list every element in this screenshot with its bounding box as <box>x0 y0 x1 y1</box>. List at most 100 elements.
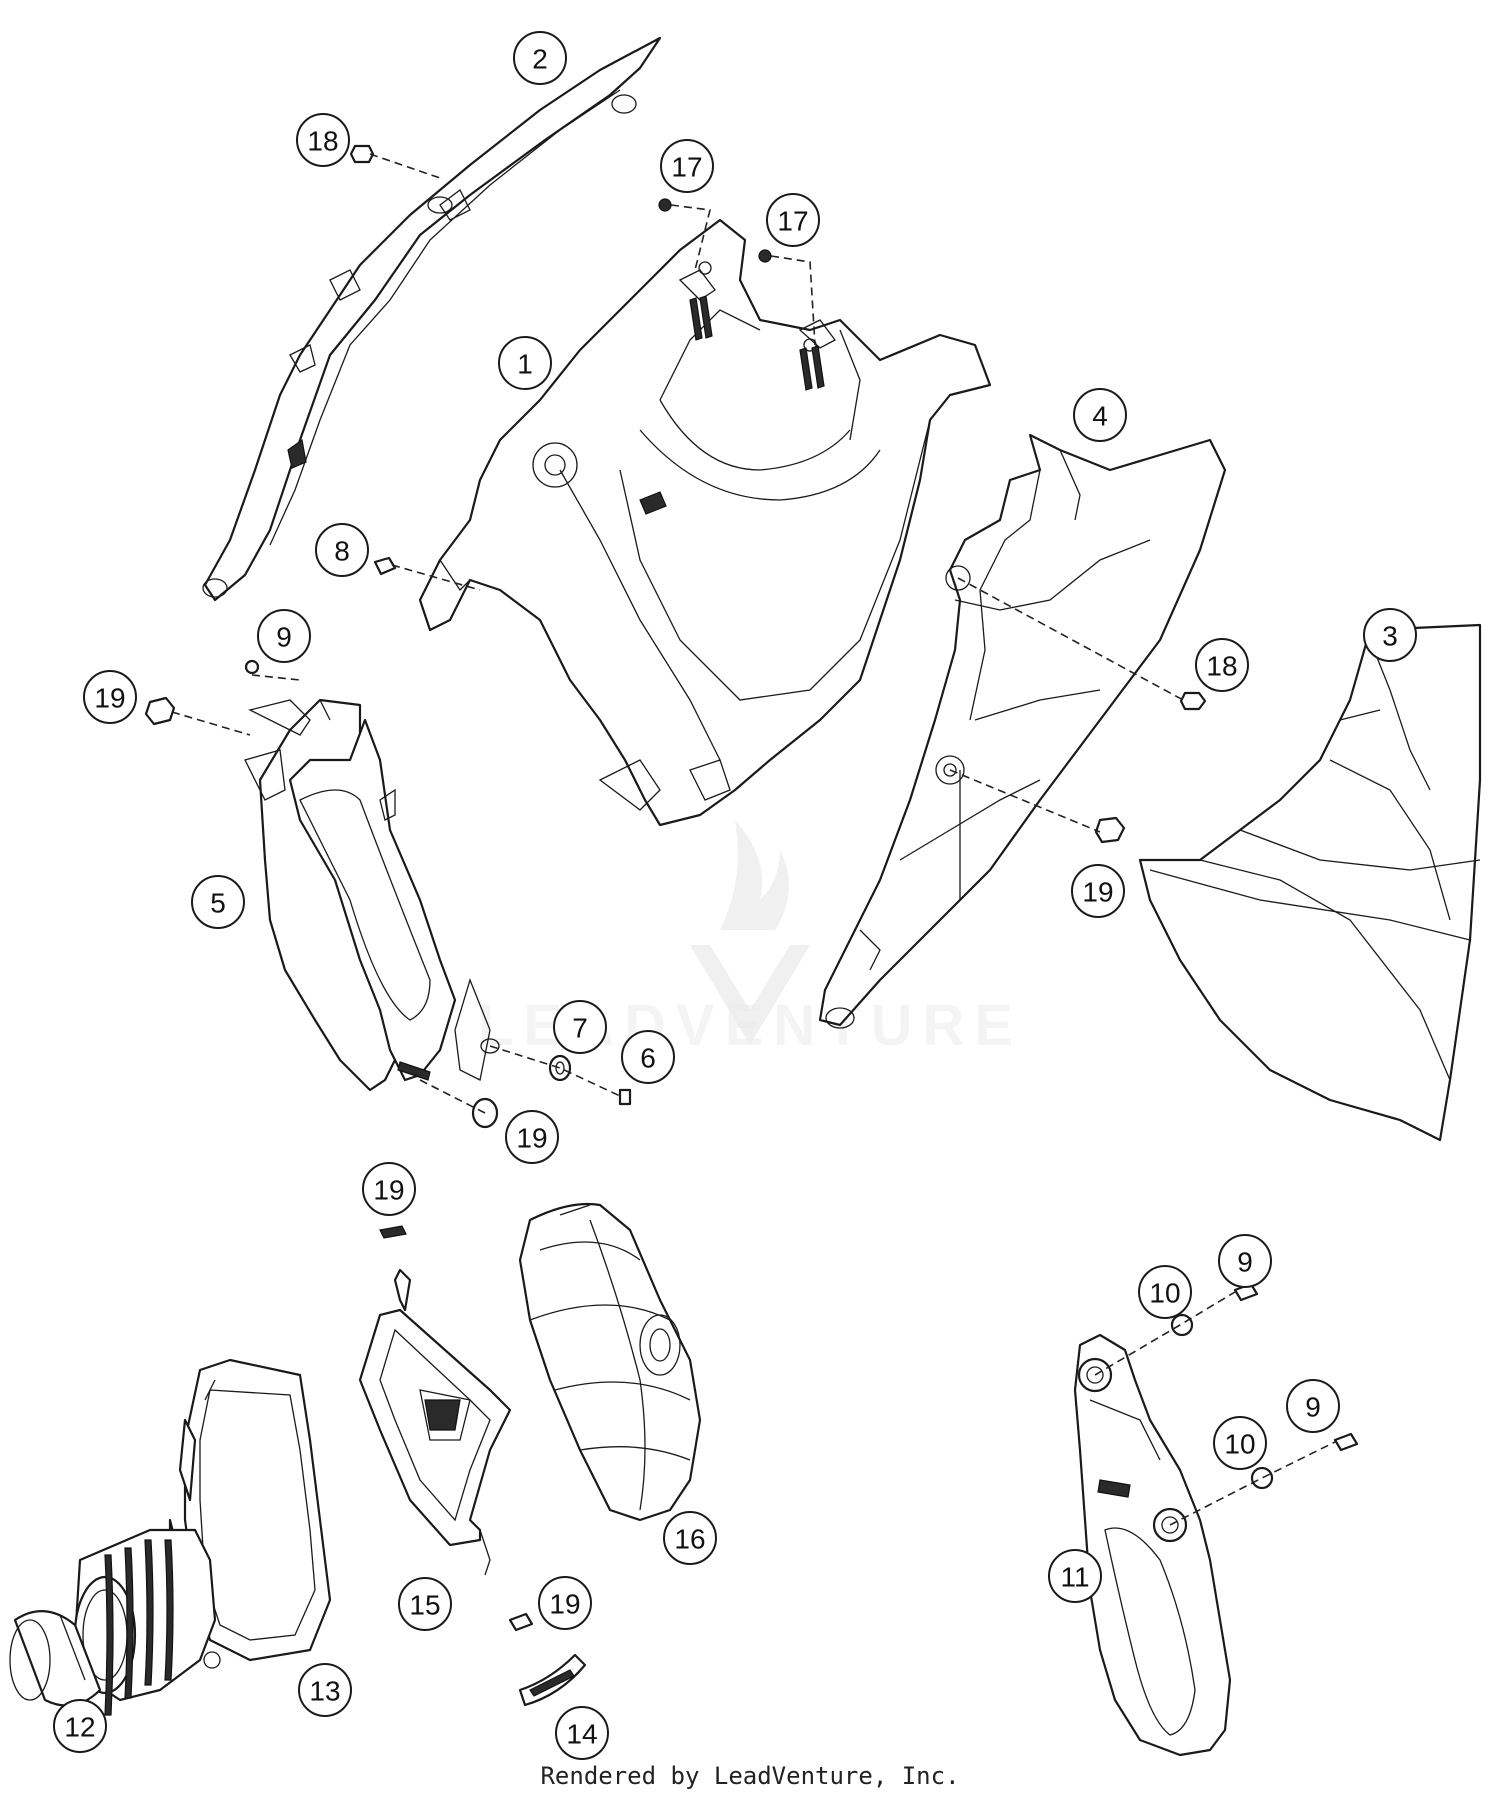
callouts: 1234567899910101112131415161717181819191… <box>53 31 1417 1760</box>
callout-number: 15 <box>409 1590 440 1621</box>
part-1-center-shroud <box>418 218 992 827</box>
callout-number: 9 <box>1305 1392 1321 1423</box>
callout-number: 12 <box>64 1712 95 1743</box>
callout-number: 10 <box>1224 1429 1255 1460</box>
callout-c19e: 19 <box>538 1576 592 1630</box>
callout-c11: 11 <box>1048 1549 1102 1603</box>
part-13-intake-boot <box>73 1528 221 1716</box>
part-14-latch <box>518 1653 587 1707</box>
washer-10-upper <box>1170 1313 1194 1337</box>
part-4-right-side-panel <box>818 433 1227 1029</box>
callout-circle <box>538 1576 592 1630</box>
callout-number: 3 <box>1382 621 1398 652</box>
callout-number: 9 <box>1237 1247 1253 1278</box>
callout-circle <box>621 1030 675 1084</box>
callout-circle <box>1073 388 1127 442</box>
bolt-6 <box>618 1088 632 1106</box>
callout-number: 13 <box>309 1676 340 1707</box>
part-5-airbox-bracket <box>244 698 500 1092</box>
callout-circle <box>315 523 369 577</box>
callout-c10a: 10 <box>1138 1265 1192 1319</box>
callout-number: 17 <box>671 152 702 183</box>
callout-circle <box>298 1663 352 1717</box>
callout-number: 18 <box>307 126 338 157</box>
callout-number: 6 <box>640 1043 656 1074</box>
callout-circle <box>498 336 552 390</box>
nut-19-upper-left <box>144 696 176 726</box>
callout-c7: 7 <box>553 1000 607 1054</box>
callout-number: 19 <box>516 1123 547 1154</box>
callout-number: 5 <box>210 888 226 919</box>
callout-circle <box>1363 608 1417 662</box>
callout-number: 18 <box>1206 651 1237 682</box>
callout-circle <box>191 875 245 929</box>
callout-c19c: 19 <box>505 1110 559 1164</box>
callout-c19b: 19 <box>1071 864 1125 918</box>
callout-c3: 3 <box>1363 608 1417 662</box>
callout-c16: 16 <box>663 1511 717 1565</box>
leader-lines <box>171 153 1336 1526</box>
bolt-18-right <box>1179 691 1207 711</box>
callout-c8: 8 <box>315 523 369 577</box>
callout-circle <box>1138 1265 1192 1319</box>
callout-circle <box>513 31 567 85</box>
nut-19-right <box>1094 816 1126 844</box>
bolt-18-upper <box>349 144 375 164</box>
callout-circle <box>1195 638 1249 692</box>
callout-c2: 2 <box>513 31 567 85</box>
callout-c15: 15 <box>398 1577 452 1631</box>
bolt-17-right <box>758 249 772 263</box>
callout-circle <box>83 670 137 724</box>
leadventure-flame-v-logo <box>690 820 810 1045</box>
callout-circle <box>1071 864 1125 918</box>
callout-circle <box>555 1706 609 1760</box>
callout-c10b: 10 <box>1213 1416 1267 1470</box>
callout-c19a: 19 <box>83 670 137 724</box>
callout-number: 19 <box>373 1175 404 1206</box>
callout-c9b: 9 <box>1218 1234 1272 1288</box>
callout-c4: 4 <box>1073 388 1127 442</box>
callout-number: 11 <box>1060 1562 1089 1593</box>
part-12-hose-clamp <box>9 1610 102 1707</box>
part-2-left-trim <box>202 36 662 602</box>
callout-circle <box>1286 1379 1340 1433</box>
callout-number: 9 <box>276 622 292 653</box>
clip-19-center <box>379 1225 407 1239</box>
callout-circle <box>257 609 311 663</box>
callout-circle <box>660 139 714 193</box>
washer-7 <box>548 1054 572 1082</box>
callout-number: 14 <box>566 1719 597 1750</box>
callout-number: 8 <box>334 536 350 567</box>
callout-circle <box>398 1577 452 1631</box>
bolt-9-upper <box>244 659 260 675</box>
bolt-17-left <box>658 198 672 212</box>
callout-c9a: 9 <box>257 609 311 663</box>
callout-circle <box>362 1162 416 1216</box>
callout-circle <box>1218 1234 1272 1288</box>
callout-circle <box>1048 1549 1102 1603</box>
part-15-filter-cage <box>358 1268 512 1576</box>
callout-c17a: 17 <box>660 139 714 193</box>
bolt-8 <box>373 556 397 576</box>
callout-circle <box>766 193 820 247</box>
callout-number: 19 <box>1082 877 1113 908</box>
callout-circle <box>53 1699 107 1753</box>
callout-number: 17 <box>777 206 808 237</box>
callout-circle <box>296 113 350 167</box>
callout-c5: 5 <box>191 875 245 929</box>
callout-c17b: 17 <box>766 193 820 247</box>
callout-circle <box>1213 1416 1267 1470</box>
callout-c12: 12 <box>53 1699 107 1753</box>
callout-c6: 6 <box>621 1030 675 1084</box>
footer-credit: Rendered by LeadVenture, Inc. <box>540 1762 960 1790</box>
callout-number: 4 <box>1092 401 1108 432</box>
callout-c19d: 19 <box>362 1162 416 1216</box>
callout-c14: 14 <box>555 1706 609 1760</box>
callout-number: 10 <box>1149 1278 1180 1309</box>
part-3-side-number-plate <box>1138 623 1482 1142</box>
callout-number: 19 <box>549 1589 580 1620</box>
callout-number: 16 <box>674 1524 705 1555</box>
callout-c18a: 18 <box>296 113 350 167</box>
